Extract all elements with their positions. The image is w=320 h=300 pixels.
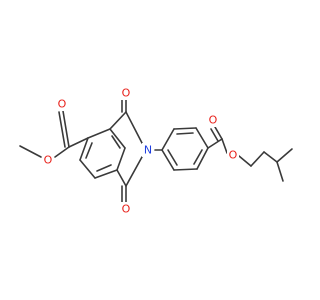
label-bg-o-ester-methyl-carbonyl — [56, 97, 68, 111]
bond-ring-a-3 — [116, 147, 126, 171]
bond-ring-a-2 — [109, 128, 126, 149]
bond-o-carbonyl-carbon — [54, 146, 70, 158]
bond-ring-a-2-inner — [111, 135, 121, 149]
bond-ring-b-2-inner — [176, 132, 194, 135]
bond-carbonyl-o-a — [62, 110, 70, 148]
atom-labels: O O O O N O O — [42, 86, 239, 216]
atom-o-imide-bottom: O — [122, 203, 131, 216]
bond-ring-b-6-inner — [167, 149, 178, 166]
atom-o-ester-methyl-carbonyl: O — [58, 98, 67, 111]
bond-ring-c-top — [109, 111, 127, 130]
atom-o-ester-pentyl: O — [229, 149, 238, 162]
bond-ester-carbonyl-a — [214, 126, 223, 140]
bond-ring-a-6 — [79, 137, 89, 161]
bond-ch-methyl-a — [276, 148, 293, 163]
bond-ring-a-5 — [79, 159, 96, 179]
bond-ch2-ch2 — [250, 151, 265, 167]
bond-ring-b-2 — [173, 127, 197, 130]
bond-carbonyl-o-b — [58, 111, 66, 148]
bond-ester-carbonyl-b — [210, 128, 219, 142]
molecule-structure: O O O O N O O — [19, 86, 293, 216]
bond-ring-b-5 — [173, 168, 198, 171]
label-bg-o-ester-methyl — [42, 153, 54, 167]
label-bg-o-ester-pentyl-carbonyl — [207, 113, 219, 127]
bond-ring-b-6 — [161, 149, 175, 171]
bond-ring-a-4 — [94, 169, 118, 179]
label-bg-o-ester-pentyl — [227, 148, 239, 162]
bond-ring-a-1 — [87, 128, 111, 139]
atom-o-imide-top: O — [122, 87, 131, 100]
bond-ring-a-4-inner — [96, 164, 112, 172]
bond-ring-b-1 — [161, 128, 175, 151]
bond-ring-a-6-inner — [85, 142, 93, 159]
bond-ch-methyl-b — [276, 161, 284, 182]
bond-methyl-o — [19, 145, 42, 158]
atom-o-ester-pentyl-carbonyl: O — [209, 114, 218, 127]
bond-c-bottom-ring — [116, 169, 127, 187]
bond-ch2-ch — [263, 151, 278, 163]
atom-n-imide: N — [144, 144, 152, 157]
label-bg-o-imide-top — [120, 86, 132, 100]
bond-ring-b-4-inner — [193, 149, 203, 165]
bond-ring-b-3 — [195, 127, 209, 149]
bond-c-top-n — [125, 111, 143, 144]
label-bg-n-imide — [142, 143, 154, 157]
bond-ring-b-4 — [196, 147, 209, 170]
bond-ring-to-ester-carbon — [207, 138, 223, 149]
bond-ester-carbon-o — [221, 138, 228, 154]
atom-o-ester-methyl: O — [44, 154, 53, 167]
label-bg-o-imide-bottom — [120, 202, 132, 216]
bond-lines — [19, 99, 293, 203]
bond-o-ch2 — [238, 155, 252, 167]
bond-ester-to-ring — [68, 137, 89, 148]
bond-n-c-bottom — [125, 156, 143, 187]
